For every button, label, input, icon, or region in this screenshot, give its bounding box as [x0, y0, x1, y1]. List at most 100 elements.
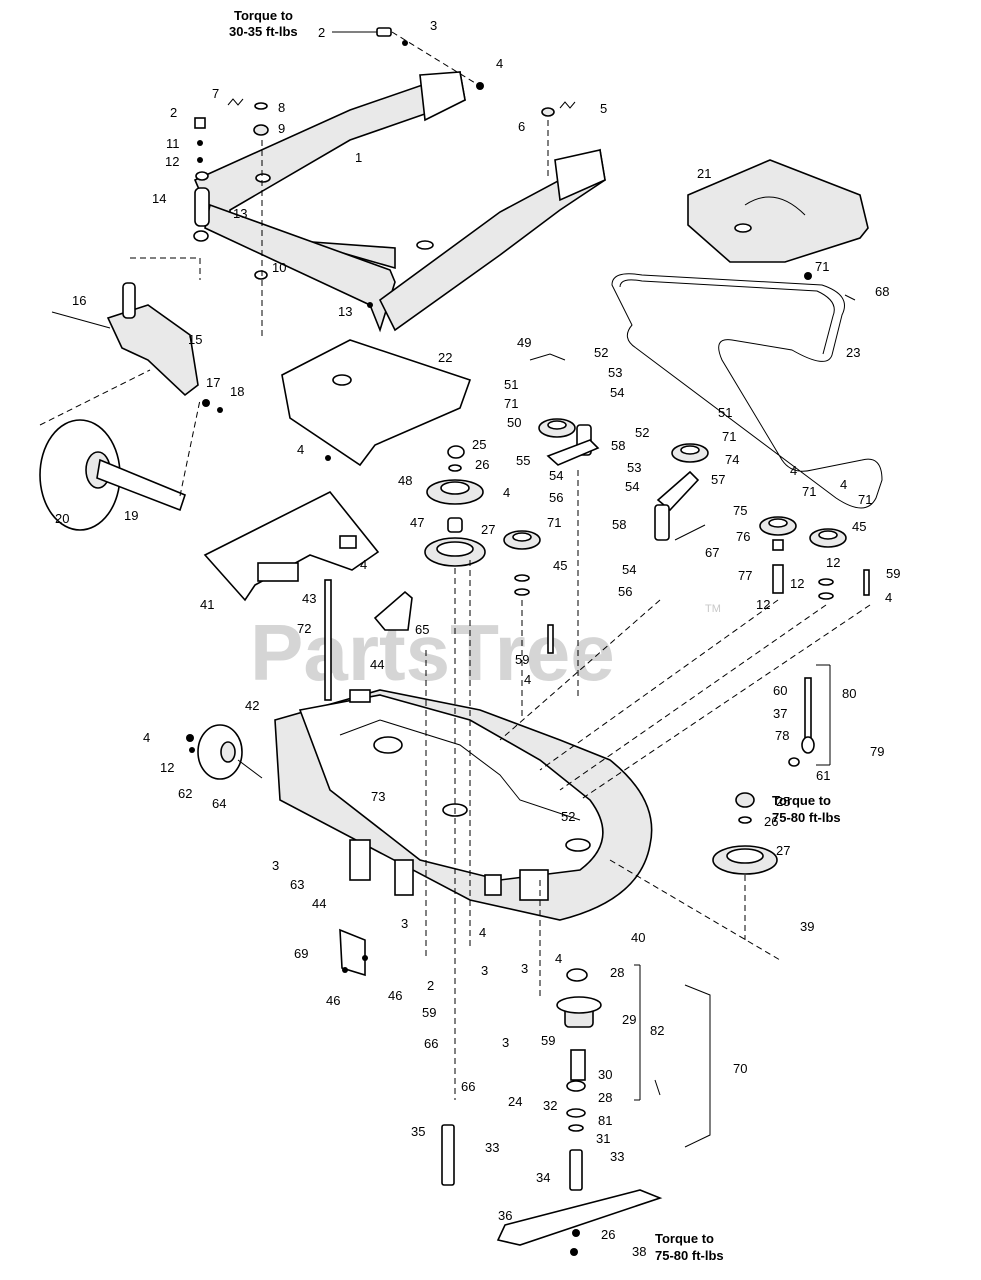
callout: 4 — [790, 463, 797, 478]
callout: 17 — [206, 375, 220, 390]
mower-blade — [496, 1189, 663, 1256]
idler-pulley-45-left — [503, 530, 541, 596]
callout: 51 — [504, 377, 518, 392]
callout: 13 — [233, 206, 247, 221]
callout: 3 — [521, 961, 528, 976]
callout: 68 — [875, 284, 889, 299]
callout: 3 — [401, 916, 408, 931]
callout: 45 — [553, 558, 567, 573]
callout: 71 — [802, 484, 816, 499]
callout: 82 — [650, 1023, 664, 1038]
callout: 26 — [475, 457, 489, 472]
callout: 13 — [338, 304, 352, 319]
callout: 72 — [297, 621, 311, 636]
callout: 38 — [632, 1244, 646, 1259]
callout: 54 — [610, 385, 624, 400]
callout: 56 — [618, 584, 632, 599]
callout: 57 — [711, 472, 725, 487]
callout: 50 — [507, 415, 521, 430]
callout: 25 — [472, 437, 486, 452]
callout: 54 — [625, 479, 639, 494]
callout: 52 — [635, 425, 649, 440]
callout: 66 — [461, 1079, 475, 1094]
callout: 70 — [733, 1061, 747, 1076]
callout: 27 — [776, 843, 790, 858]
callout: 12 — [165, 154, 179, 169]
callout: 8 — [278, 100, 285, 115]
callout: 71 — [815, 259, 829, 274]
callout: 56 — [549, 490, 563, 505]
callout: 3 — [502, 1035, 509, 1050]
callout: 33 — [485, 1140, 499, 1155]
callout: 4 — [496, 56, 503, 71]
callout: 4 — [503, 485, 510, 500]
callout: 64 — [212, 796, 226, 811]
mower-deck — [274, 689, 653, 921]
callout: 59 — [541, 1033, 555, 1048]
callout: 29 — [622, 1012, 636, 1027]
callout: 58 — [612, 517, 626, 532]
torque-note-right-line1: Torque to — [772, 793, 831, 808]
caster-spindle — [193, 98, 576, 340]
callout: 49 — [517, 335, 531, 350]
callout: 44 — [312, 896, 326, 911]
callout: 4 — [360, 557, 367, 572]
callout: 4 — [297, 442, 304, 457]
watermark: PartsTree — [250, 608, 615, 697]
callout: 15 — [188, 332, 202, 347]
callout: 53 — [608, 365, 622, 380]
callout: 33 — [610, 1149, 624, 1164]
callout: 71 — [504, 396, 518, 411]
callout: 21 — [697, 166, 711, 181]
callout: 63 — [290, 877, 304, 892]
drive-belt — [611, 273, 883, 509]
pulley-27-left — [424, 537, 486, 567]
callout: 71 — [858, 492, 872, 507]
callout: 26 — [601, 1227, 615, 1242]
callout: 3 — [481, 963, 488, 978]
callout: 14 — [152, 191, 166, 206]
callout: 6 — [518, 119, 525, 134]
pulley-48 — [426, 445, 484, 533]
hitch-frame — [193, 70, 606, 333]
callout: 59 — [886, 566, 900, 581]
callout: 28 — [610, 965, 624, 980]
callout: 45 — [852, 519, 866, 534]
callout: 12 — [790, 576, 804, 591]
idler-arm-74 — [654, 443, 709, 541]
callout: 28 — [598, 1090, 612, 1105]
callout: 4 — [479, 925, 486, 940]
callout: 73 — [371, 789, 385, 804]
callout: 34 — [536, 1170, 550, 1185]
callout: 23 — [846, 345, 860, 360]
torque-note-top-line1: Torque to — [234, 8, 293, 23]
callout: 19 — [124, 508, 138, 523]
torque-note-right-line2: 75-80 ft-lbs — [772, 810, 841, 825]
callout: 48 — [398, 473, 412, 488]
callout: 74 — [725, 452, 739, 467]
callout: 10 — [272, 260, 286, 275]
callout: 24 — [508, 1094, 522, 1109]
torque-note-bottom-line2: 75-80 ft-lbs — [655, 1248, 724, 1263]
deck-wheel — [186, 724, 263, 780]
callout: 54 — [549, 468, 563, 483]
idler-pulley-50 — [529, 353, 600, 466]
callout: 4 — [840, 477, 847, 492]
callout: 39 — [800, 919, 814, 934]
callout: 62 — [178, 786, 192, 801]
callout: 40 — [631, 930, 645, 945]
discharge-chute — [203, 490, 380, 602]
torque-note-bottom-line1: Torque to — [655, 1231, 714, 1246]
callout: 36 — [498, 1208, 512, 1223]
callout: 2 — [318, 25, 325, 40]
trademark: TM — [705, 603, 721, 615]
callout: 1 — [355, 150, 362, 165]
callout: 71 — [547, 515, 561, 530]
callout: 4 — [555, 951, 562, 966]
caster-wheel-assembly — [39, 257, 223, 531]
spindle-assembly — [441, 968, 602, 1191]
callout: 4 — [885, 590, 892, 605]
callout: 65 — [415, 622, 429, 637]
callout: 59 — [515, 652, 529, 667]
